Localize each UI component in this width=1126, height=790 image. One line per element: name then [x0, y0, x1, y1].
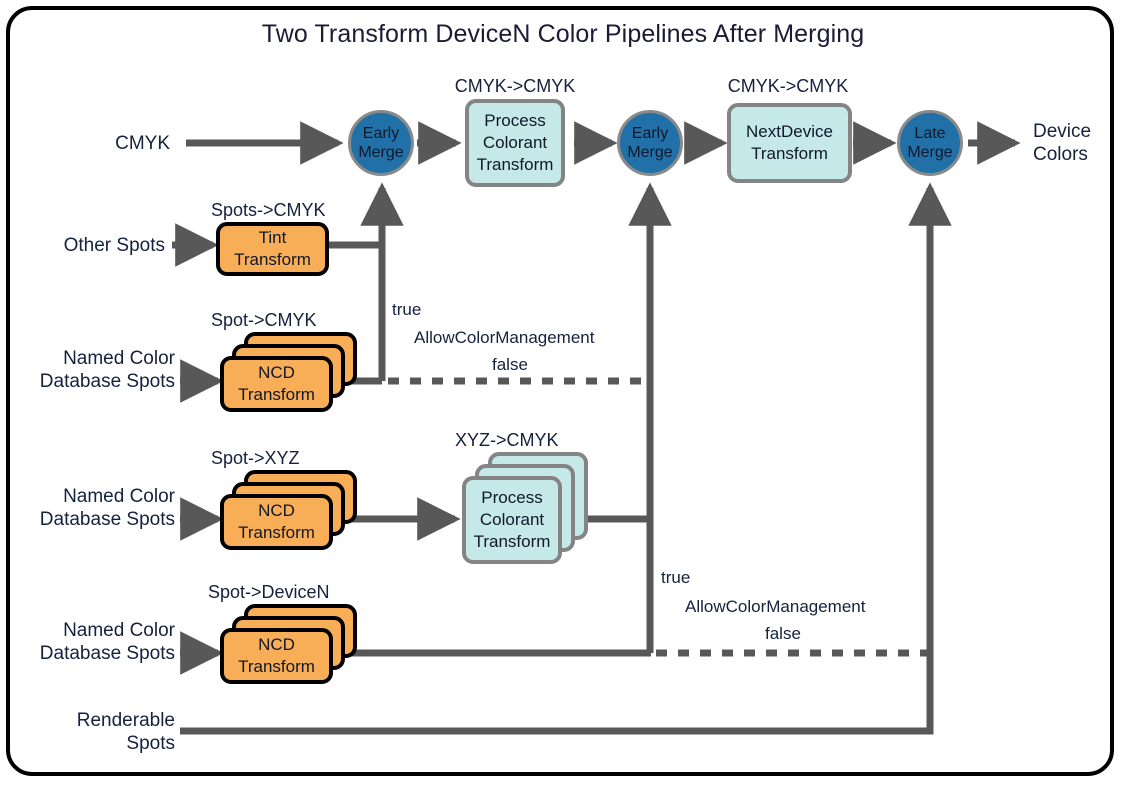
node-tint-transform[interactable]: Tint Transform	[216, 222, 329, 276]
ncd-xyz-front[interactable]: NCD Transform	[220, 494, 333, 550]
node-ncd-transform-devicen-stack[interactable]: NCD Transform	[220, 604, 360, 688]
node-next-device-transform[interactable]: NextDevice Transform	[727, 103, 852, 183]
next-device-line2: Transform	[751, 144, 828, 163]
caption-next-device-transform: CMYK->CMYK	[727, 76, 849, 96]
input-label-cmyk: CMYK	[115, 133, 170, 154]
late-merge-line2: Merge	[907, 144, 953, 161]
early-merge-2-line2: Merge	[627, 144, 673, 161]
diagram-frame	[6, 6, 1114, 776]
early-merge-1-line1: Early	[362, 125, 400, 142]
ncd-devicen-front[interactable]: NCD Transform	[220, 628, 333, 684]
pct-xyz-line3: Transform	[473, 532, 551, 551]
early-merge-2-line1: Early	[631, 125, 669, 142]
named-color-db-spots-3-line1: Named Color	[63, 620, 175, 641]
pct-cmyk-line2: Colorant	[482, 133, 548, 152]
pct-xyz-line1: Process	[481, 488, 543, 507]
node-ncd-transform-xyz-stack[interactable]: NCD Transform	[220, 470, 360, 554]
device-colors-line2: Colors	[1033, 144, 1088, 165]
renderable-spots-line1: Renderable	[76, 710, 175, 731]
condition-upper-name: AllowColorManagement	[414, 328, 595, 347]
input-label-other-spots: Other Spots	[63, 235, 165, 256]
tint-transform-line2: Transform	[234, 250, 311, 269]
node-process-colorant-transform-cmyk[interactable]: Process Colorant Transform	[465, 99, 565, 187]
device-colors-line1: Device	[1033, 121, 1092, 142]
input-label-named-color-db-spots-2: Named Color Database Spots	[10, 485, 175, 531]
pct-cmyk-line1: Process	[484, 111, 546, 130]
ncd-xyz-line2: Transform	[238, 523, 315, 542]
condition-upper-true: true	[392, 300, 422, 319]
pct-xyz-front[interactable]: Process Colorant Transform	[462, 476, 562, 564]
caption-process-colorant-cmyk: CMYK->CMYK	[454, 76, 576, 96]
input-label-renderable-spots: Renderable Spots	[10, 709, 175, 755]
tint-transform-line1: Tint	[258, 228, 287, 247]
renderable-spots-line2: Spots	[126, 733, 175, 754]
node-early-merge-1[interactable]: Early Merge	[348, 110, 414, 176]
ncd-devicen-line2: Transform	[238, 657, 315, 676]
page-title: Two Transform DeviceN Color Pipelines Af…	[261, 20, 865, 48]
pct-cmyk-line3: Transform	[476, 155, 554, 174]
input-label-named-color-db-spots-3: Named Color Database Spots	[10, 619, 175, 665]
ncd-cmyk-line1: NCD	[258, 363, 295, 382]
ncd-cmyk-line2: Transform	[238, 385, 315, 404]
condition-lower-false: false	[765, 624, 801, 643]
node-early-merge-2[interactable]: Early Merge	[617, 110, 683, 176]
named-color-db-spots-3-line2: Database Spots	[39, 643, 175, 664]
ncd-devicen-line1: NCD	[258, 635, 295, 654]
node-ncd-transform-cmyk-stack[interactable]: NCD Transform	[220, 332, 360, 416]
condition-lower-true: true	[661, 568, 691, 587]
condition-lower-name: AllowColorManagement	[685, 597, 866, 616]
named-color-db-spots-1-line2: Database Spots	[39, 371, 175, 392]
ncd-cmyk-front[interactable]: NCD Transform	[220, 356, 333, 412]
pct-xyz-line2: Colorant	[479, 510, 545, 529]
named-color-db-spots-2-line2: Database Spots	[39, 509, 175, 530]
node-late-merge[interactable]: Late Merge	[897, 110, 963, 176]
output-label-device-colors: Device Colors	[1033, 120, 1123, 166]
named-color-db-spots-1-line1: Named Color	[63, 348, 175, 369]
caption-process-colorant-xyz: XYZ->CMYK	[455, 430, 559, 450]
next-device-line1: NextDevice	[746, 122, 833, 141]
caption-ncd-xyz: Spot->XYZ	[211, 448, 300, 468]
named-color-db-spots-2-line1: Named Color	[63, 486, 175, 507]
input-label-named-color-db-spots-1: Named Color Database Spots	[10, 347, 175, 393]
caption-ncd-devicen: Spot->DeviceN	[208, 582, 330, 602]
node-process-colorant-transform-xyz-stack[interactable]: Process Colorant Transform	[462, 452, 607, 567]
condition-upper-false: false	[492, 355, 528, 374]
late-merge-line1: Late	[914, 125, 946, 142]
caption-tint-transform: Spots->CMYK	[211, 200, 326, 220]
caption-ncd-cmyk: Spot->CMYK	[211, 310, 317, 330]
ncd-xyz-line1: NCD	[258, 501, 295, 520]
early-merge-1-line2: Merge	[358, 144, 404, 161]
